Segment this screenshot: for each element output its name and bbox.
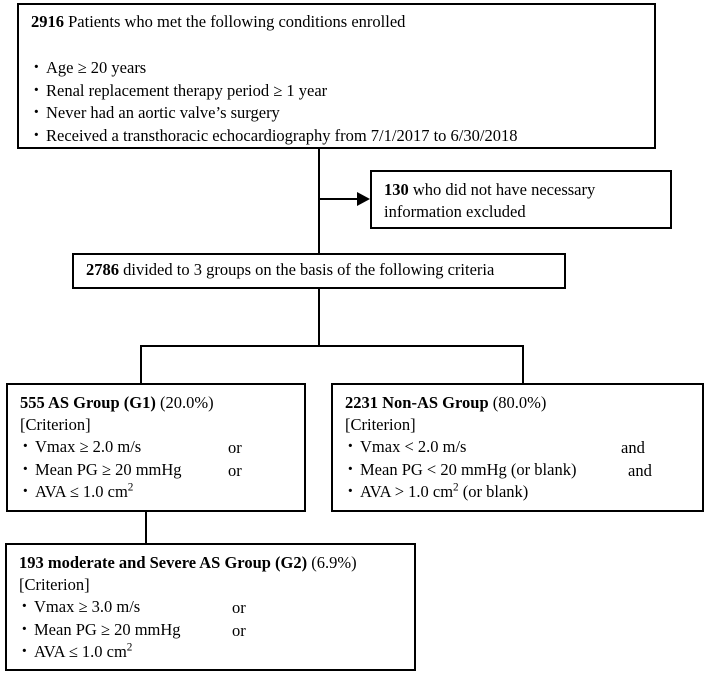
moderate-severe-criteria-list: Vmax ≥ 3.0 m/s Mean PG ≥ 20 mmHg AVA ≤ 1…	[19, 595, 404, 664]
node-as-group: 555 AS Group (G1) (20.0%) [Criterion] Vm…	[6, 383, 306, 512]
list-item: Vmax < 2.0 m/s	[345, 435, 692, 459]
list-item: Vmax ≥ 3.0 m/s	[19, 595, 404, 619]
moderate-severe-count: 193	[19, 553, 44, 572]
criterion-text: AVA > 1.0 cm	[360, 482, 454, 501]
as-group-count: 555	[20, 393, 45, 412]
criterion-text: Mean PG ≥ 20 mmHg	[35, 459, 182, 479]
divided-headline-text: divided to 3 groups on the basis of the …	[119, 260, 495, 279]
moderate-severe-title: 193 moderate and Severe AS Group (G2) (6…	[19, 552, 404, 574]
criterion-superscript: 2	[453, 481, 459, 494]
list-item: AVA ≤ 1.0 cm2	[20, 480, 294, 504]
enrolled-headline-text: Patients who met the following condition…	[64, 12, 406, 31]
non-as-group-criteria-list: Vmax < 2.0 m/s Mean PG < 20 mmHg (or bla…	[345, 435, 692, 504]
node-excluded: 130 who did not have necessary informati…	[370, 170, 672, 229]
non-as-group-conjunction-1: and	[621, 438, 645, 457]
moderate-severe-conjunction-2: or	[232, 620, 246, 640]
connector-as-to-moderate-severe	[145, 512, 147, 543]
node-enrolled: 2916 Patients who met the following cond…	[17, 3, 656, 149]
node-moderate-severe-as-group: 193 moderate and Severe AS Group (G2) (6…	[5, 543, 416, 671]
as-group-title: 555 AS Group (G1) (20.0%)	[20, 392, 294, 414]
non-as-group-title: 2231 Non-AS Group (80.0%)	[345, 392, 692, 414]
as-group-percent: (20.0%)	[155, 393, 214, 412]
list-item: Never had an aortic valve’s surgery	[31, 101, 644, 125]
non-as-group-percent: (80.0%)	[488, 393, 547, 412]
connector-to-non-as-group	[522, 345, 524, 383]
moderate-severe-percent: (6.9%)	[307, 553, 357, 572]
connector-to-as-group	[140, 345, 142, 383]
list-item: AVA ≤ 1.0 cm2	[19, 640, 404, 664]
connector-to-excluded	[318, 198, 358, 200]
moderate-severe-criterion-label: [Criterion]	[19, 575, 90, 594]
excluded-count: 130	[384, 180, 409, 199]
moderate-severe-conjunction-1: or	[232, 598, 246, 617]
divided-headline: 2786 divided to 3 groups on the basis of…	[86, 259, 554, 281]
connector-enrolled-to-divided	[318, 149, 320, 253]
moderate-severe-name: moderate and Severe AS Group (G2)	[43, 553, 308, 572]
non-as-group-criterion-label: [Criterion]	[345, 415, 416, 434]
excluded-text-1: who did not have necessary	[408, 180, 596, 199]
criterion-superscript: 2	[126, 641, 133, 654]
list-item: Age ≥ 20 years	[31, 56, 644, 80]
excluded-line-2: information excluded	[384, 202, 526, 221]
as-group-conjunction-1: or	[228, 438, 242, 457]
connector-divided-down	[318, 289, 320, 346]
list-item: Vmax ≥ 2.0 m/s	[20, 435, 294, 459]
node-divided: 2786 divided to 3 groups on the basis of…	[72, 253, 566, 289]
non-as-group-name: Non-AS Group	[378, 393, 489, 412]
as-group-criterion-label: [Criterion]	[20, 415, 91, 434]
criterion-text: AVA ≤ 1.0 cm	[35, 482, 128, 501]
non-as-group-conjunction-2: and	[628, 460, 652, 480]
arrowhead-excluded	[357, 192, 370, 206]
criterion-text: Vmax ≥ 3.0 m/s	[34, 597, 141, 616]
list-item: Mean PG ≥ 20 mmHg	[19, 618, 404, 642]
as-group-name: AS Group (G1)	[44, 393, 156, 412]
as-group-criteria-list: Vmax ≥ 2.0 m/s Mean PG ≥ 20 mmHg AVA ≤ 1…	[20, 435, 294, 504]
criterion-superscript: 2	[127, 481, 134, 494]
connector-split-bar	[140, 345, 524, 347]
list-item: Mean PG < 20 mmHg (or blank)	[345, 458, 692, 482]
node-non-as-group: 2231 Non-AS Group (80.0%) [Criterion] Vm…	[331, 383, 704, 512]
enrolled-criteria-list: Age ≥ 20 years Renal replacement therapy…	[31, 56, 644, 148]
criterion-text: Vmax < 2.0 m/s	[360, 437, 467, 456]
list-item: Mean PG ≥ 20 mmHg	[20, 458, 294, 482]
divided-count: 2786	[86, 260, 119, 279]
as-group-conjunction-2: or	[228, 460, 242, 480]
criterion-text: AVA ≤ 1.0 cm	[34, 642, 127, 661]
list-item: AVA > 1.0 cm2 (or blank)	[345, 480, 692, 504]
criterion-text: Mean PG ≥ 20 mmHg	[34, 619, 181, 639]
list-item: Renal replacement therapy period ≥ 1 yea…	[31, 79, 644, 103]
criterion-suffix: (or blank)	[458, 482, 529, 501]
non-as-group-count: 2231	[345, 393, 378, 412]
criterion-text: Vmax ≥ 2.0 m/s	[35, 437, 142, 456]
criterion-text: Mean PG < 20 mmHg (or blank)	[360, 459, 577, 479]
excluded-line-1: 130 who did not have necessary	[384, 179, 660, 201]
enrolled-headline: 2916 Patients who met the following cond…	[31, 11, 644, 33]
enrolled-count: 2916	[31, 12, 64, 31]
list-item: Received a transthoracic echocardiograph…	[31, 124, 644, 148]
